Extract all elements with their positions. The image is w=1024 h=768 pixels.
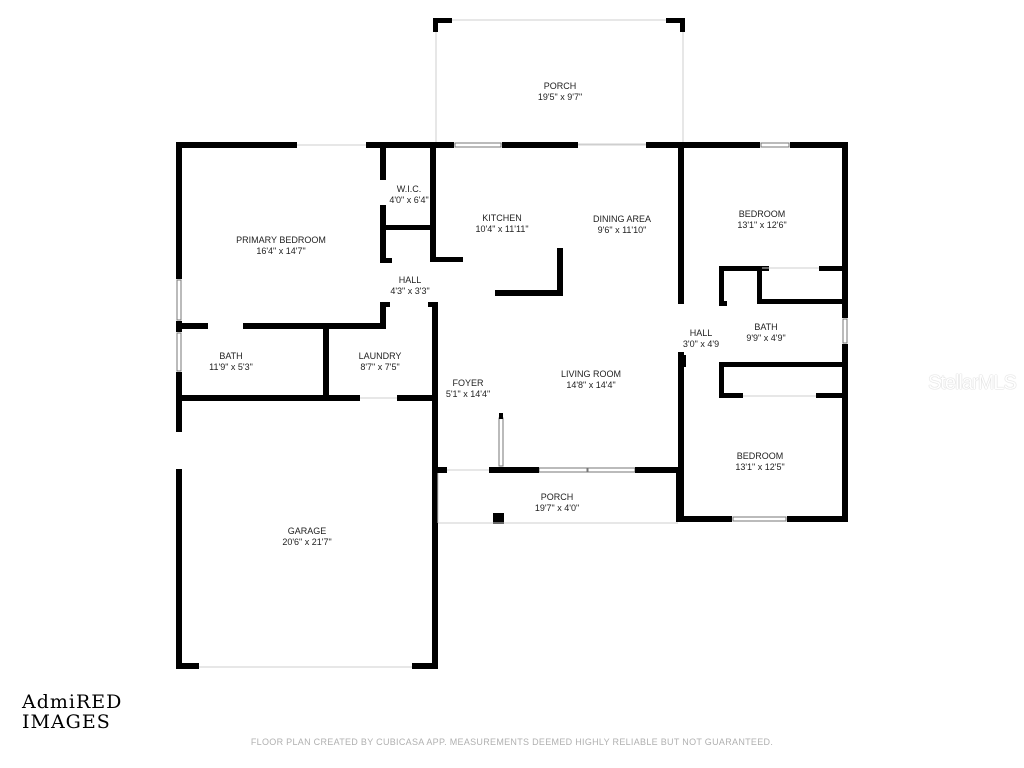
room-dimensions: 8'7" x 7'5" xyxy=(360,362,400,372)
room-name: PORCH xyxy=(540,492,574,502)
room-label-bath-left: BATH 11'9" x 5'3" xyxy=(209,351,253,373)
room-name: HALL xyxy=(689,328,713,338)
room-label-kitchen: KITCHEN 10'4" x 11'11" xyxy=(475,213,528,235)
room-name: W.I.C. xyxy=(396,184,422,194)
room-name: HALL xyxy=(398,275,422,285)
footer-disclaimer: FLOOR PLAN CREATED BY CUBICASA APP. MEAS… xyxy=(250,737,774,747)
room-name: BATH xyxy=(219,351,243,361)
room-name: BEDROOM xyxy=(738,209,786,219)
room-dimensions: 19'5" x 9'7" xyxy=(537,92,583,102)
room-dimensions: 11'9" x 5'3" xyxy=(209,362,253,372)
interior-walls xyxy=(176,142,848,524)
room-label-primary-bedroom: PRIMARY BEDROOM 16'4" x 14'7" xyxy=(236,235,326,257)
room-label-garage: GARAGE 20'6" x 21'7" xyxy=(282,526,331,548)
room-name: DINING AREA xyxy=(592,214,652,224)
room-name: PRIMARY BEDROOM xyxy=(236,235,326,245)
room-name: BATH xyxy=(754,322,778,332)
room-label-bedroom-top: BEDROOM 13'1" x 12'6" xyxy=(737,209,786,231)
room-name: LIVING ROOM xyxy=(560,369,622,379)
room-name: BEDROOM xyxy=(736,451,784,461)
room-label-wic: W.I.C. 4'0" x 6'4" xyxy=(389,184,428,206)
room-name: LAUNDRY xyxy=(358,351,402,361)
room-label-porch-front: PORCH 19'7" x 4'0" xyxy=(535,492,579,514)
room-label-laundry: LAUNDRY 8'7" x 7'5" xyxy=(359,351,402,373)
thin-lines xyxy=(199,144,819,668)
room-dimensions: 5'1" x 14'4" xyxy=(445,389,491,399)
logo-line-2: IMAGES xyxy=(22,711,111,733)
room-label-bath-right: BATH 9'9" x 4'9" xyxy=(746,322,785,344)
room-dimensions: 9'6" x 11'10" xyxy=(597,225,647,235)
room-name: GARAGE xyxy=(287,526,327,536)
stellarmls-watermark: StellarMLS xyxy=(928,372,1017,394)
room-label-porch-back: PORCH 19'5" x 9'7" xyxy=(538,81,582,103)
room-dimensions: 9'9" x 4'9" xyxy=(746,333,786,343)
room-label-foyer: FOYER 5'1" x 14'4" xyxy=(446,378,490,400)
admired-images-logo: AdmiRED IMAGES xyxy=(22,692,122,732)
room-label-dining-area: DINING AREA 9'6" x 11'10" xyxy=(593,214,651,236)
logo-line-1: AdmiRED xyxy=(22,691,123,713)
room-label-hall-right: HALL 3'0" x 4'9 xyxy=(683,328,719,350)
room-name: FOYER xyxy=(452,378,484,388)
exterior-walls xyxy=(176,142,848,669)
room-name: PORCH xyxy=(543,81,577,91)
room-dimensions: 13'1" x 12'5" xyxy=(735,462,785,472)
room-label-living-room: LIVING ROOM 14'8" x 14'4" xyxy=(561,369,621,391)
room-dimensions: 14'8" x 14'4" xyxy=(566,380,616,390)
room-dimensions: 10'4" x 11'11" xyxy=(475,224,529,234)
room-dimensions: 4'0" x 6'4" xyxy=(389,195,429,205)
room-dimensions: 16'4" x 14'7" xyxy=(256,246,306,256)
windows xyxy=(176,142,848,522)
room-dimensions: 19'7" x 4'0" xyxy=(534,503,580,513)
room-dimensions: 13'1" x 12'6" xyxy=(737,220,787,230)
room-label-hall-left: HALL 4'3" x 3'3" xyxy=(390,275,429,297)
room-dimensions: 3'0" x 4'9 xyxy=(682,339,720,349)
room-label-bedroom-bottom: BEDROOM 13'1" x 12'5" xyxy=(735,451,784,473)
room-dimensions: 4'3" x 3'3" xyxy=(390,286,430,296)
room-name: KITCHEN xyxy=(482,213,522,223)
room-dimensions: 20'6" x 21'7" xyxy=(282,537,332,547)
